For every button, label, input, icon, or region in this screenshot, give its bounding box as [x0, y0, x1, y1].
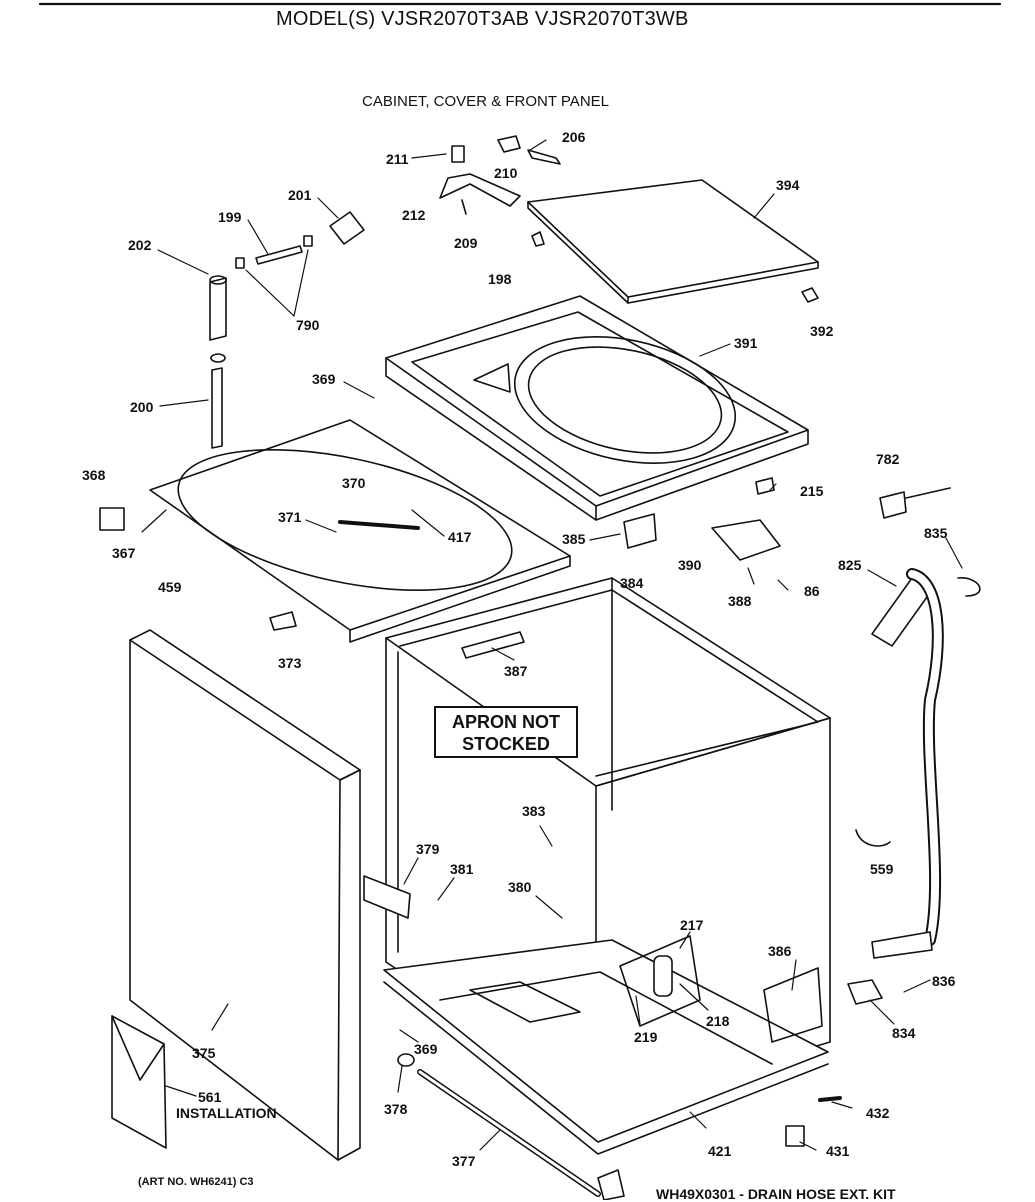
- callout-215: 215: [800, 483, 824, 499]
- callout-218: 218: [706, 1013, 730, 1029]
- callout-201: 201: [288, 187, 312, 203]
- callout-834: 834: [892, 1025, 916, 1041]
- callout-431: 431: [826, 1143, 850, 1159]
- callout-386: 386: [768, 943, 792, 959]
- callout-835: 835: [924, 525, 948, 541]
- callout-369-bottom: 369: [414, 1041, 438, 1057]
- callout-559: 559: [870, 861, 894, 877]
- callout-836: 836: [932, 973, 956, 989]
- callout-373: 373: [278, 655, 302, 671]
- callout-380: 380: [508, 879, 532, 895]
- callout-394: 394: [776, 177, 800, 193]
- installation-envelope: [111, 1015, 167, 1149]
- callout-369-top: 369: [312, 371, 336, 387]
- misc-parts: [363, 829, 891, 1200]
- callout-384: 384: [620, 575, 644, 591]
- callout-381: 381: [450, 861, 474, 877]
- base-frame-part: [99, 419, 571, 643]
- callout-212: 212: [402, 207, 426, 223]
- callout-377: 377: [452, 1153, 476, 1169]
- callout-371: 371: [278, 509, 302, 525]
- art-number: (ART NO. WH6241) C3: [138, 1176, 254, 1188]
- front-panel-part: [129, 629, 361, 1161]
- callout-367: 367: [112, 545, 136, 561]
- callout-379: 379: [416, 841, 440, 857]
- callout-378: 378: [384, 1101, 408, 1117]
- bracket-parts: [623, 477, 951, 561]
- callout-200: 200: [130, 399, 154, 415]
- callout-825: 825: [838, 557, 862, 573]
- model-title: MODEL(S) VJSR2070T3AB VJSR2070T3WB: [276, 8, 689, 30]
- base-pan-part: [383, 939, 829, 1155]
- top-lid-part: [527, 179, 819, 304]
- washer-top-part: [385, 295, 809, 521]
- callout-459: 459: [158, 579, 182, 595]
- callout-782: 782: [876, 451, 900, 467]
- callout-199: 199: [218, 209, 242, 225]
- callout-561-label: INSTALLATION: [176, 1105, 277, 1121]
- callout-206: 206: [562, 129, 586, 145]
- callout-385: 385: [562, 531, 586, 547]
- callout-561: 561: [198, 1089, 222, 1105]
- callout-368: 368: [82, 467, 106, 483]
- drain-hose-kit-note: WH49X0301 - DRAIN HOSE EXT. KIT: [656, 1186, 896, 1202]
- apron-note-line2: STOCKED: [462, 734, 550, 754]
- callout-392: 392: [810, 323, 834, 339]
- hinge-parts: [439, 135, 819, 303]
- callout-219: 219: [634, 1029, 658, 1045]
- section-title: CABINET, COVER & FRONT PANEL: [362, 93, 609, 110]
- callout-391: 391: [734, 335, 758, 351]
- apron-note-line1: APRON NOT: [452, 712, 560, 732]
- callout-387: 387: [504, 663, 528, 679]
- lid-strut-parts: [209, 211, 365, 449]
- callout-421: 421: [708, 1143, 732, 1159]
- callout-211: 211: [386, 151, 409, 167]
- callout-210: 210: [494, 165, 518, 181]
- callout-370: 370: [342, 475, 366, 491]
- callout-390: 390: [678, 557, 702, 573]
- callout-790: 790: [296, 317, 320, 333]
- callout-209: 209: [454, 235, 478, 251]
- callout-432: 432: [866, 1105, 890, 1121]
- callout-86: 86: [804, 583, 820, 599]
- callout-labels: 206 211 210 212 209 201 199 202 790 198 …: [82, 129, 956, 1169]
- callout-375: 375: [192, 1045, 216, 1061]
- callout-417: 417: [448, 529, 472, 545]
- callout-202: 202: [128, 237, 152, 253]
- drain-hose-part: [871, 568, 981, 959]
- apron-not-stocked-note: APRON NOT STOCKED: [434, 706, 578, 758]
- callout-217: 217: [680, 917, 704, 933]
- leader-lines: [141, 139, 963, 1151]
- callout-383: 383: [522, 803, 546, 819]
- callout-198: 198: [488, 271, 512, 287]
- callout-388: 388: [728, 593, 752, 609]
